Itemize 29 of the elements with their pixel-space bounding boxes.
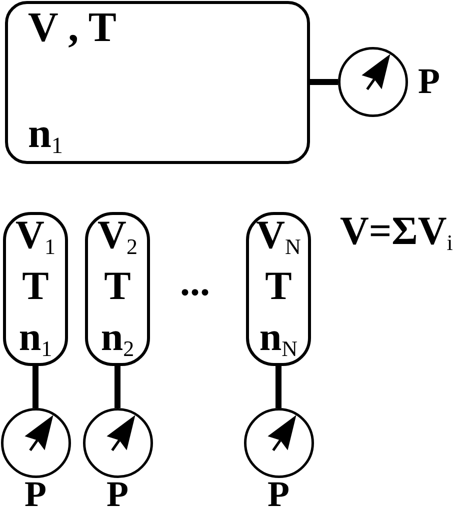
variable-label: T xyxy=(265,266,292,306)
compartment-box xyxy=(3,212,68,366)
variable-label: n$_{2}$ xyxy=(100,317,134,357)
variable-label: V$_{2}$ xyxy=(98,215,138,255)
container-box xyxy=(5,1,310,164)
variable-label: n$_{N}$ xyxy=(259,317,298,357)
ellipsis-label: ... xyxy=(180,262,210,302)
pressure-gauge xyxy=(338,47,408,117)
variable-label: n$_{1}$ xyxy=(28,113,63,155)
pressure-gauge xyxy=(244,408,314,478)
pressure-label: P xyxy=(418,63,440,99)
variable-label: V , T xyxy=(28,7,116,49)
variable-label: V$_{N}$ xyxy=(256,215,301,255)
variable-label: T xyxy=(22,266,49,306)
connector-line xyxy=(32,366,38,408)
compartment-box xyxy=(246,212,311,366)
connector-line xyxy=(310,79,338,85)
pressure-label: P xyxy=(268,476,290,512)
variable-label: n$_{1}$ xyxy=(18,317,52,357)
formula-label: V=ΣV$_{i}$ xyxy=(340,211,453,251)
compartment-box xyxy=(85,212,150,366)
pressure-gauge xyxy=(82,408,152,478)
connector-line xyxy=(276,366,282,408)
pressure-label: P xyxy=(24,476,46,512)
variable-label: V$_{1}$ xyxy=(16,215,56,255)
connector-line xyxy=(114,366,120,408)
pressure-label: P xyxy=(106,476,128,512)
variable-label: T xyxy=(104,266,131,306)
pressure-gauge xyxy=(0,408,70,478)
